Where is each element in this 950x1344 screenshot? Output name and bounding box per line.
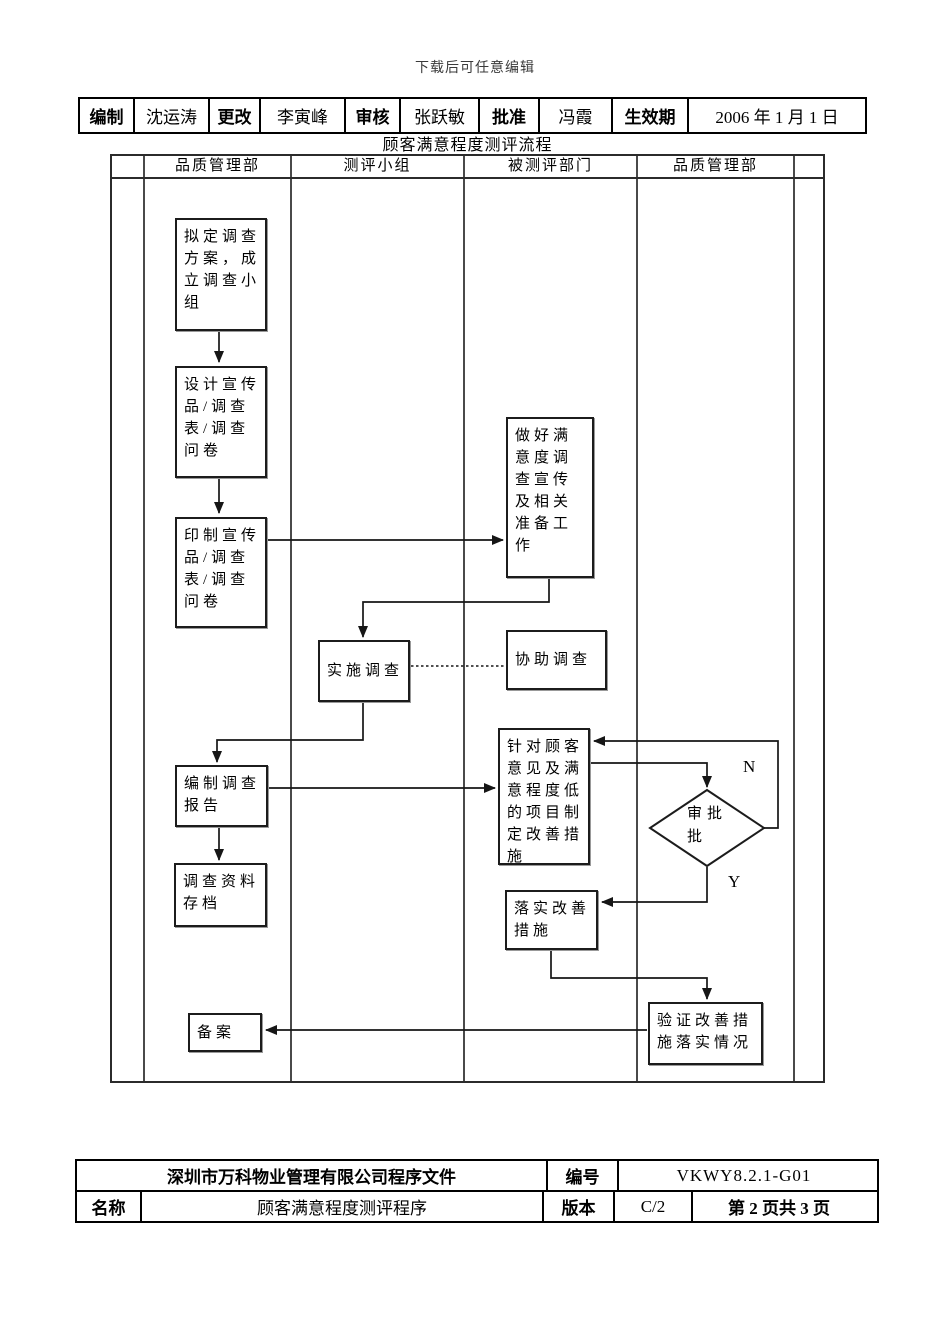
lane-divider (143, 156, 145, 1081)
lane-header-quality-dept-left: 品质管理部 (174, 158, 260, 174)
footer-doc-no: VKWY8.2.1-G01 (617, 1161, 869, 1190)
footer-name-label: 名称 (91, 1199, 126, 1218)
footer-page-info: 第 2 页共 3 页 (691, 1192, 865, 1221)
approver-name: 冯霞 (538, 99, 611, 132)
flowchart-title: 顾客满意程度测评流程 (382, 137, 553, 154)
footer-version: C/2 (613, 1192, 691, 1221)
reviewer-label: 审核 (344, 99, 399, 132)
branch-label-yes: Y (728, 872, 741, 891)
modifier-label: 更改 (208, 99, 259, 132)
lane-divider (463, 156, 465, 1081)
flow-node-compile-report: 编制调查报告 (175, 765, 268, 827)
lane-divider (290, 156, 292, 1081)
lane-header-assessed-dept: 被测评部门 (507, 158, 593, 174)
effective-date-value: 2006 年 1 月 1 日 (687, 99, 865, 132)
footer-company-doc-title: 深圳市万科物业管理有限公司程序文件 (167, 1168, 456, 1187)
flow-node-prepare-publicity: 做好满意度调查宣传及相关准备工作 (506, 417, 594, 578)
footer-row-2: 名称 顾客满意程度测评程序 版本 C/2 第 2 页共 3 页 (77, 1190, 877, 1221)
decision-label-line1: 审批 (687, 806, 728, 822)
lane-header-survey-team: 测评小组 (343, 158, 412, 174)
lane-divider (636, 156, 638, 1081)
footer-table: 深圳市万科物业管理有限公司程序文件 编号 VKWY8.2.1-G01 名称 顾客… (75, 1159, 879, 1223)
footer-doc-no-label: 编号 (546, 1161, 617, 1190)
flow-node-draft-plan: 拟定调查方案，成立调查小组 (175, 218, 267, 331)
effective-date-label: 生效期 (611, 99, 687, 132)
branch-label-no: N (743, 757, 756, 776)
flow-node-print-materials: 印制宣传品/调查表/调查问卷 (175, 517, 267, 628)
lane-header-quality-dept-right: 品质管理部 (672, 158, 758, 174)
flow-node-verify-implementation: 验证改善措施落实情况 (648, 1002, 763, 1065)
editor-name: 沈运涛 (133, 99, 208, 132)
footer-version-label: 版本 (542, 1192, 613, 1221)
lane-header-divider (112, 177, 823, 179)
flow-node-implement-measures: 落实改善措施 (505, 890, 598, 950)
decision-label: 审批 批 (687, 803, 747, 849)
flow-node-conduct-survey: 实施调查 (318, 640, 410, 702)
approver-label: 批准 (478, 99, 538, 132)
watermark-text: 下载后可任意编辑 (415, 61, 535, 76)
flow-node-improvement-measures: 针对顾客意见及满意程度低的项目制定改善措施 (498, 728, 590, 865)
approval-table: 编制 沈运涛 更改 李寅峰 审核 张跃敏 批准 冯霞 生效期 2006 年 1 … (78, 97, 867, 134)
flow-node-assist-survey: 协助调查 (506, 630, 607, 690)
flow-node-archive-data: 调查资料存档 (174, 863, 267, 927)
editor-label: 编制 (89, 108, 124, 127)
footer-row-1: 深圳市万科物业管理有限公司程序文件 编号 VKWY8.2.1-G01 (77, 1161, 877, 1190)
flow-node-design-materials: 设计宣传品/调查表/调查问卷 (175, 366, 267, 478)
reviewer-name: 张跃敏 (399, 99, 478, 132)
modifier-name: 李寅峰 (259, 99, 344, 132)
footer-doc-name: 顾客满意程度测评程序 (140, 1192, 542, 1221)
decision-label-line2: 批 (687, 829, 708, 845)
lane-divider (793, 156, 795, 1081)
flow-node-filing: 备案 (188, 1013, 262, 1052)
